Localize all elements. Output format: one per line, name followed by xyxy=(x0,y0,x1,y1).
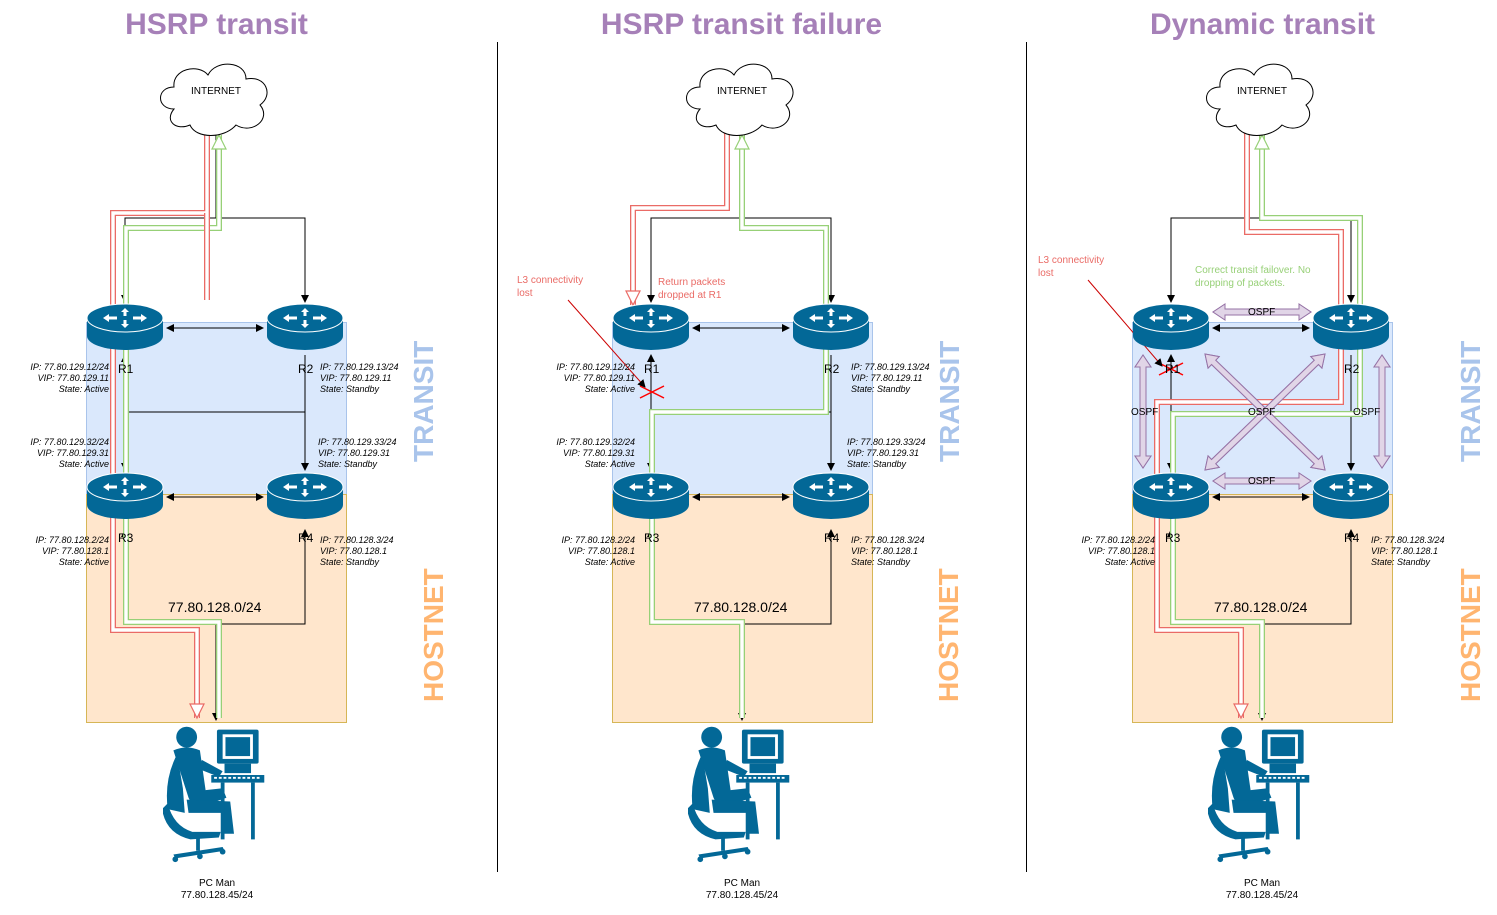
p3-router-icon-r2 xyxy=(1312,303,1390,351)
p2-flow-green-head xyxy=(734,133,750,150)
internet-label: INTERNET xyxy=(717,86,767,97)
p3-flow-red-head xyxy=(1233,703,1249,720)
p1-flow-red-head xyxy=(189,703,205,720)
router-label-r3: R3 xyxy=(1165,531,1181,545)
router-label-r4: R4 xyxy=(298,531,314,545)
ospf-label-left: OSPF xyxy=(1131,407,1159,418)
p3-router-icon-r1 xyxy=(1132,303,1210,351)
p2-pc-user-icon xyxy=(688,726,790,863)
router-label-r1: R1 xyxy=(644,362,660,376)
p2-flow-green xyxy=(649,135,829,718)
panel-title: HSRP transit xyxy=(125,8,308,41)
p1-router-icon-r1 xyxy=(86,303,164,351)
ospf-label-center: OSPF xyxy=(1248,407,1276,418)
p3-ospf-arrow-diag2-rev xyxy=(1204,353,1326,471)
router-label-r1: R1 xyxy=(118,362,134,376)
ospf-label-top: OSPF xyxy=(1248,307,1276,318)
p1-router-icon-r4 xyxy=(266,472,344,520)
p2-cloud-icon xyxy=(686,63,794,136)
router-label-r4: R4 xyxy=(824,531,840,545)
p1-pc-user-icon xyxy=(163,726,265,863)
p2-router-icon-r3 xyxy=(612,472,690,520)
p2-router-icon-r1 xyxy=(612,303,690,351)
p1-flow-green-inner xyxy=(124,135,221,718)
note-l3-lost: L3 connectivity lost xyxy=(517,275,584,299)
p3-ospf-arrow-right-rev xyxy=(1373,354,1391,469)
internet-label: INTERNET xyxy=(191,86,241,97)
p2-flow-red-head xyxy=(625,290,641,307)
p3-pc-user-icon xyxy=(1208,726,1310,863)
p2-router-icon-r4 xyxy=(792,472,870,520)
p1-flow-red-inner xyxy=(111,132,209,718)
p3-note-pointer xyxy=(1087,279,1163,367)
subnet-label: 77.80.128.0/24 xyxy=(168,599,262,615)
p3-cross-icon xyxy=(1158,362,1184,376)
router-label-r2: R2 xyxy=(1344,362,1360,376)
p3-flow-green-head xyxy=(1254,133,1270,150)
router-label-r2: R2 xyxy=(824,362,840,376)
p1-router-icon-r3 xyxy=(86,472,164,520)
p3-ospf-arrow-bottom-rev xyxy=(1212,472,1312,490)
panel-title: HSRP transit failure xyxy=(600,8,883,41)
router-label-r1: R1 xyxy=(1165,362,1181,376)
subnet-label: 77.80.128.0/24 xyxy=(1214,599,1308,615)
p2-router-icon-r2 xyxy=(792,303,870,351)
p3-ospf-arrow-left-rev xyxy=(1134,354,1152,469)
ospf-label-right: OSPF xyxy=(1353,407,1381,418)
panel-title: Dynamic transit xyxy=(1149,8,1376,41)
note-return-dropped: Return packets dropped at R1 xyxy=(658,277,726,301)
router-label-r3: R3 xyxy=(118,531,134,545)
p1-link-internet-r1 xyxy=(121,132,217,303)
router-label-r2: R2 xyxy=(298,362,314,376)
p1-link-internet-r2 xyxy=(216,217,309,303)
router-label-r4: R4 xyxy=(1344,531,1360,545)
p2-link-internet-r2 xyxy=(742,217,835,303)
note-l3-lost: L3 connectivity lost xyxy=(1038,255,1105,279)
panel-divider xyxy=(497,42,498,872)
router-label-r3: R3 xyxy=(644,531,660,545)
p3-cloud-icon xyxy=(1206,63,1314,136)
p3-router-icon-r4 xyxy=(1312,472,1390,520)
p2-note-pointer xyxy=(567,299,646,388)
p1-router-icon-r2 xyxy=(266,303,344,351)
subnet-label: 77.80.128.0/24 xyxy=(694,599,788,615)
p1-cloud-icon xyxy=(160,63,268,136)
note-failover: Correct transit failover. No dropping of… xyxy=(1195,265,1311,289)
p3-ospf-arrow-top-rev xyxy=(1212,303,1312,321)
ospf-label-bottom: OSPF xyxy=(1248,476,1276,487)
p2-flow-red-inner xyxy=(631,132,729,305)
p2-flow-green-inner xyxy=(650,135,828,718)
p3-router-icon-r3 xyxy=(1132,472,1210,520)
p3-flow-red-inner xyxy=(1155,132,1343,718)
internet-label: INTERNET xyxy=(1237,86,1287,97)
panel-divider xyxy=(1026,42,1027,872)
p1-flow-green-head xyxy=(211,133,227,150)
p2-cross-icon xyxy=(639,385,665,399)
